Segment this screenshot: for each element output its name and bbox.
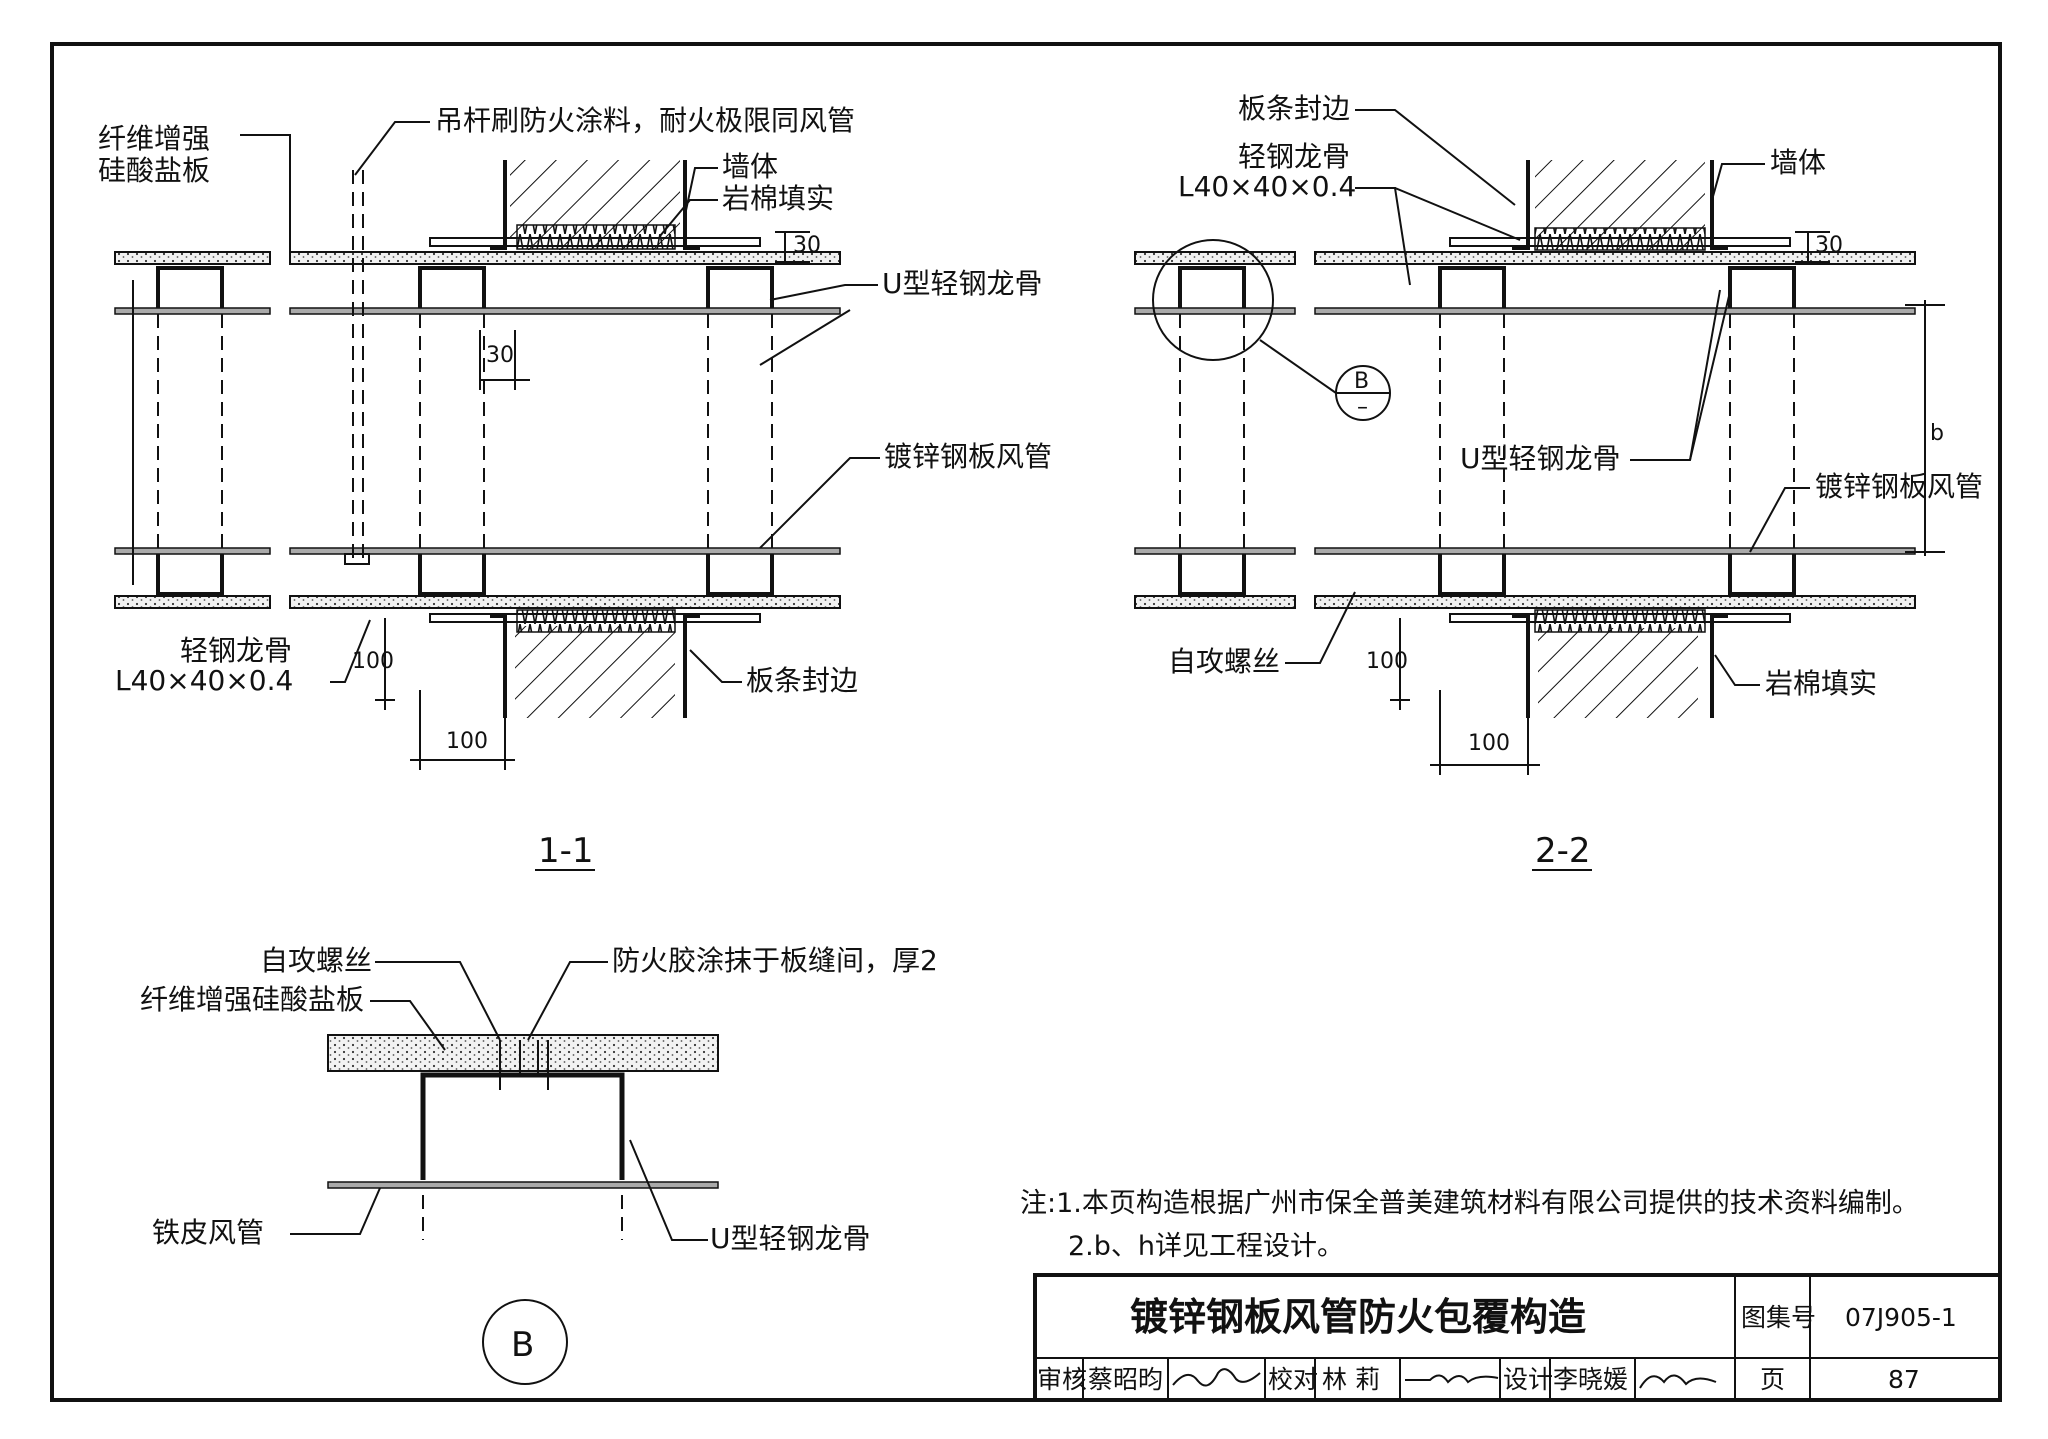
- detail-b-screw-label: 自攻螺丝: [260, 944, 372, 977]
- s11-light-keel-spec: L40×40×0.4: [115, 664, 293, 697]
- s11-hanger-label: 吊杆刷防火涂料，耐火极限同风管: [435, 104, 855, 137]
- s22-dim-30-top: 30: [1815, 233, 1843, 258]
- detail-b-board-label: 纤维增强硅酸盐板: [140, 983, 364, 1016]
- s22-wall-label: 墙体: [1770, 146, 1826, 179]
- s11-wall-label: 墙体: [722, 150, 778, 183]
- checker-name: 林 莉: [1322, 1365, 1380, 1394]
- page-label: 页: [1760, 1365, 1785, 1394]
- sheet-frame: [50, 42, 2002, 1402]
- section-1-1-drawing: [114, 121, 880, 770]
- designer-name: 李晓媛: [1553, 1365, 1628, 1394]
- detail-b-fire-glue-label: 防火胶涂抹于板缝间，厚2: [612, 944, 938, 977]
- s11-dim-100-v: 100: [352, 649, 394, 674]
- s11-rockwool-label: 岩棉填实: [722, 182, 834, 215]
- s11-board-label: 纤维增强: [98, 122, 210, 155]
- drawing-title: 镀锌钢板风管防火包覆构造: [1130, 1295, 1586, 1339]
- s22-u-keel-label: U型轻钢龙骨: [1460, 442, 1621, 475]
- detail-b-duct-label: 铁皮风管: [152, 1216, 264, 1249]
- s22-dim-100-v: 100: [1366, 649, 1408, 674]
- s11-board-label-2: 硅酸盐板: [98, 154, 210, 187]
- s22-detail-ref-letter: B: [1354, 369, 1369, 394]
- page-number: 87: [1888, 1365, 1920, 1394]
- s22-detail-ref-sub: –: [1357, 395, 1368, 420]
- note-2: 2.b、h详见工程设计。: [1068, 1231, 1344, 1262]
- s11-dim-30-top: 30: [793, 233, 821, 258]
- s22-duct-label: 镀锌钢板风管: [1815, 470, 1983, 503]
- s22-screw-label: 自攻螺丝: [1168, 645, 1280, 678]
- title-block: [1033, 1273, 2002, 1402]
- note-1: 注:1.本页构造根据广州市保全普美建筑材料有限公司提供的技术资料编制。: [1020, 1188, 1919, 1219]
- section-1-1-title: 1-1: [538, 831, 594, 871]
- detail-b-marker: B: [511, 1325, 534, 1365]
- s11-light-keel-label: 轻钢龙骨: [180, 634, 292, 667]
- s11-duct-label: 镀锌钢板风管: [884, 440, 1052, 473]
- s22-rockwool-label: 岩棉填实: [1765, 667, 1877, 700]
- design-label: 设计: [1503, 1365, 1553, 1394]
- atlas-label: 图集号: [1741, 1303, 1816, 1332]
- section-2-2-title: 2-2: [1535, 831, 1591, 871]
- s22-light-keel-spec: L40×40×0.4: [1178, 170, 1356, 203]
- s22-light-keel-label: 轻钢龙骨: [1238, 140, 1350, 173]
- detail-b-u-keel-label: U型轻钢龙骨: [710, 1222, 871, 1255]
- s22-edge-strip-label: 板条封边: [1238, 92, 1350, 125]
- s11-u-keel-label: U型轻钢龙骨: [882, 267, 1043, 300]
- s22-dim-b: b: [1930, 421, 1944, 446]
- check-label: 校对: [1268, 1365, 1318, 1394]
- s11-dim-30-mid: 30: [486, 343, 514, 368]
- review-label: 审核: [1037, 1365, 1087, 1394]
- reviewer-name: 蔡昭昀: [1088, 1365, 1163, 1394]
- s11-edge-strip-label: 板条封边: [746, 664, 858, 697]
- s11-dim-100-h: 100: [446, 729, 488, 754]
- section-2-2-drawing: [1134, 109, 1945, 775]
- s22-dim-100-h: 100: [1468, 731, 1510, 756]
- atlas-number: 07J905-1: [1845, 1303, 1957, 1332]
- detail-b-drawing: [290, 961, 719, 1385]
